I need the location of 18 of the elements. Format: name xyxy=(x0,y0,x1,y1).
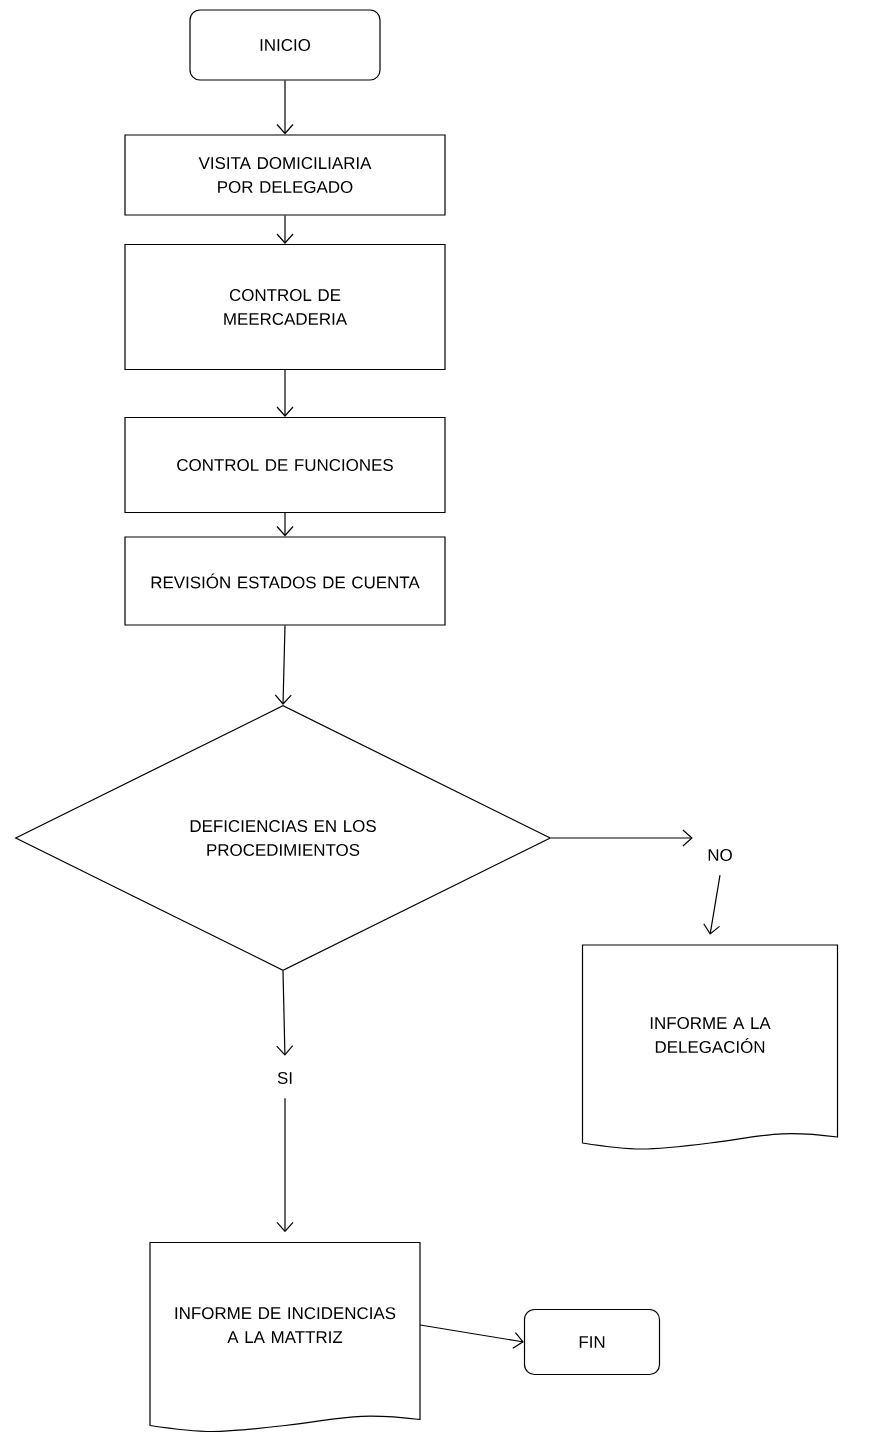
process-box: VISITA DOMICILIARIA POR DELEGADO xyxy=(124,134,446,216)
process-box: CONTROL DE FUNCIONES xyxy=(124,416,446,514)
arrow xyxy=(276,1097,294,1233)
arrow xyxy=(274,625,292,705)
arrow xyxy=(419,1324,524,1349)
terminal-box: INICIO xyxy=(189,9,381,81)
terminal-box: FIN xyxy=(523,1308,661,1376)
arrow xyxy=(276,369,294,417)
process-box: CONTROL DE MEERCADERIA xyxy=(124,243,446,371)
branch-label: NO xyxy=(708,849,732,861)
arrow xyxy=(276,80,294,135)
arrow xyxy=(703,874,721,935)
process-box: REVISIÓN ESTADOS DE CUENTA xyxy=(124,536,446,626)
arrow xyxy=(276,512,294,537)
arrow xyxy=(550,829,693,847)
arrow xyxy=(276,970,294,1056)
branch-label: SI xyxy=(277,1072,292,1084)
arrow xyxy=(276,215,294,244)
